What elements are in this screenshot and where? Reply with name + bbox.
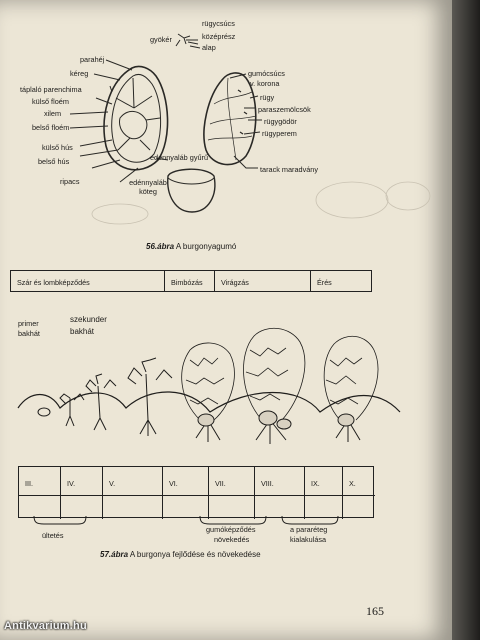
stage-cell: IX. [305, 467, 343, 495]
stage-subcell [61, 495, 103, 519]
stage-subcell [343, 495, 375, 519]
figure-56-title: A burgonyagumó [174, 242, 237, 251]
label-rugy: rügy [260, 93, 275, 102]
label-bakhat-primer: bakhát [18, 329, 40, 338]
label-bakhat-szekunder: bakhát [70, 327, 95, 336]
stage-subcell [209, 495, 255, 519]
stage-cell: V. [103, 467, 163, 495]
label-kereg: kéreg [70, 69, 89, 78]
stage-cell: III. [19, 467, 61, 495]
figure-56-drawing [69, 33, 431, 225]
stage-cell: VIII. [255, 467, 305, 495]
label-szekunder: szekunder [70, 315, 107, 324]
stage-cell: IV. [61, 467, 103, 495]
label-alap: alap [202, 43, 216, 52]
stage-timeline: III. IV. V. VI. VII. VIII. IX. X. [18, 466, 375, 519]
label-a-pararteg: a pararéteg [290, 525, 328, 534]
label-gumokepzodes: gumóképződés [206, 525, 256, 534]
label-rugyperem: rügyperem [262, 129, 297, 138]
label-rugycsucs: rügycsúcs [202, 19, 235, 28]
timeline-brackets [33, 515, 339, 525]
stage-cell: VI. [163, 467, 209, 495]
label-xilem: xilem [44, 109, 62, 118]
label-ultetes: ültetés [42, 531, 64, 540]
label-kulso-hus: külső hús [42, 143, 73, 152]
label-kulso-floem: külső floém [32, 97, 69, 106]
stage-cell: X. [349, 479, 356, 488]
phase-cell: Virágzás [215, 271, 311, 291]
book-page: rügycsúcs gyökér középrész alap parahéj … [0, 0, 452, 640]
label-rugygodor: rügygödör [264, 117, 297, 126]
label-belso-hus: belső hús [38, 157, 70, 166]
label-belso-floem: belső floém [32, 123, 70, 132]
label-taplalo: táplaló parenchima [20, 85, 82, 94]
figure-57-plants [17, 328, 401, 444]
stage-subcell [163, 495, 209, 519]
label-gumocsucs: gumócsúcs [248, 69, 285, 78]
label-edenynyalab-koteg: edénnyaláb köteg [129, 178, 167, 197]
stage-subcell [305, 495, 343, 519]
figure-57-number: 57.ábra [100, 550, 129, 559]
label-primer: primer [18, 319, 39, 328]
figure-56-number: 56.ábra [146, 242, 175, 251]
figure-56-caption: 56.ábra A burgonyagumó [146, 242, 236, 251]
label-kozepresz: középrész [202, 32, 236, 41]
phase-cell: Érés [317, 278, 332, 287]
stage-subcell [19, 495, 61, 519]
figure-57-title: A burgonya fejlődése és növekedése [128, 550, 261, 559]
label-ripacs: ripacs [60, 177, 80, 186]
page-number: 165 [366, 604, 384, 618]
book-gutter [452, 0, 480, 640]
label-v-korona: v. korona [250, 79, 280, 88]
label-gyoker: gyökér [150, 35, 172, 44]
phase-table: Szár és lombképződés Bimbózás Virágzás É… [10, 270, 372, 292]
stage-subcell [103, 495, 163, 519]
stage-cell: VII. [209, 467, 255, 495]
label-parahej: parahéj [80, 55, 105, 64]
label-novekedes: növekedés [214, 535, 250, 544]
phase-cell: Szár és lombképződés [11, 271, 165, 291]
stage-subcell [255, 495, 305, 519]
figure-57-caption: 57.ábra A burgonya fejlődése és növekedé… [100, 550, 261, 559]
label-tarack: tarack maradvány [260, 165, 318, 174]
phase-cell: Bimbózás [165, 271, 215, 291]
watermark: Antikvarium.hu [4, 620, 87, 632]
label-edenynyalab-gyuru: edénnyaláb gyűrű [150, 153, 209, 162]
label-paraszemolcsok: paraszemölcsök [258, 105, 311, 114]
label-kialakulasa: kialakulása [290, 535, 327, 544]
